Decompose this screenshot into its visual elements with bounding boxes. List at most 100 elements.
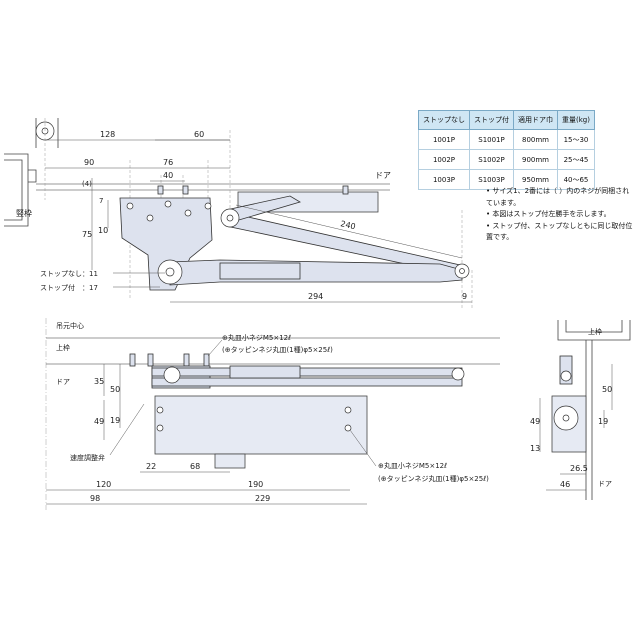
side-door-lines (585, 340, 593, 500)
screw-top-1: ⊕丸皿小ネジM5×12ℓ (222, 333, 291, 342)
dim-22: 22 (146, 462, 156, 471)
side-door-label: ドア (598, 480, 612, 488)
frame-lip (28, 169, 37, 183)
screw-bot-2: (⊕タッピンネジ丸皿(1種)φ5×25ℓ) (378, 474, 489, 483)
cell: 900mm (513, 149, 558, 170)
dim-240: 240 (340, 219, 357, 231)
stop-tsuki-label: ストップ付 ：17 (40, 283, 98, 292)
cell: S1002P (469, 149, 514, 170)
side-upper-frame (557, 320, 631, 341)
table-row: 1001P S1001P 800mm 15〜30 (418, 129, 595, 150)
dim-60: 60 (194, 130, 204, 139)
side-pivot (560, 370, 572, 382)
top-view: 竪枠 ドア 128 60 90 76 40 75 (4, 118, 473, 310)
dim-4: (4) (82, 180, 92, 188)
spec-table-header: ストップなし ストップ付 適用ドア巾 重量(kg) (418, 110, 595, 130)
notes: • サイズ1、2番には（ ）内のネジが同梱されています。 • 本図はストップ付左… (486, 186, 636, 244)
top-screws (157, 185, 349, 195)
dim-240-line (235, 204, 463, 259)
dim-128: 128 (100, 130, 115, 139)
front-arm-sleeve (229, 365, 301, 379)
dim-10: 10 (98, 226, 108, 235)
leader (109, 403, 145, 456)
body-screw (156, 424, 164, 432)
table-row: 1003P S1003P 950mm 40〜65 (418, 169, 595, 190)
dim-229: 229 (255, 494, 270, 503)
front-arm-upper (151, 367, 463, 377)
dim-50: 50 (110, 385, 120, 394)
side-view: 上枠 50 49 19 13 26.5 46 ドア (530, 320, 631, 500)
leader (207, 339, 223, 357)
cell: 25〜45 (557, 149, 595, 170)
cell: 1002P (418, 149, 470, 170)
spec-table: ストップなし ストップ付 適用ドア巾 重量(kg) 1001P S1001P 8… (418, 110, 595, 190)
door-label-top: ドア (375, 171, 391, 180)
dim-90: 90 (84, 158, 94, 167)
side-dim-26-5: 26.5 (570, 464, 588, 473)
lower-arm (169, 259, 463, 286)
arm-pivot-hole (226, 214, 234, 222)
screw-hole (146, 214, 154, 222)
dim-35: 35 (94, 377, 104, 386)
screw-bot-1: ⊕丸皿小ネジM5×12ℓ (378, 461, 447, 470)
side-dim-50: 50 (602, 385, 612, 394)
dim-40: 40 (163, 171, 173, 180)
dim-294: 294 (308, 292, 323, 301)
cell: 15〜30 (557, 129, 595, 150)
dim-75: 75 (82, 230, 92, 239)
closer-body-front (154, 395, 368, 455)
cell: 950mm (513, 169, 558, 190)
dim-76: 76 (163, 158, 173, 167)
note-3: • ストップ付、ストップなしともに同じ取付位置です。 (486, 221, 633, 242)
body-screw (344, 424, 352, 432)
header-door-width: 適用ドア巾 (513, 110, 558, 130)
screw-hole (164, 200, 172, 208)
cell: 1001P (418, 129, 470, 150)
arm-end-hole (459, 268, 465, 274)
header-stop-tsuki: ストップ付 (469, 110, 514, 130)
note-1: • サイズ1、2番には（ ）内のネジが同梱されています。 (486, 187, 630, 207)
dim-49: 49 (94, 417, 104, 426)
leader (349, 429, 377, 467)
side-dim-46: 46 (560, 480, 570, 489)
tatewaku-label: 竪枠 (16, 208, 32, 218)
dim-68: 68 (190, 462, 200, 471)
side-dim-19: 19 (598, 417, 608, 426)
cell: S1001P (469, 129, 514, 150)
speed-valve-housing (214, 453, 246, 469)
dim-98: 98 (90, 494, 100, 503)
dim-9: 9 (462, 292, 467, 301)
lower-arm-sleeve (219, 262, 301, 280)
header-weight: 重量(kg) (557, 110, 595, 130)
front-view: 吊元中心 上枠 ドア ⊕丸皿小ネジM5×12ℓ (⊕タッピンネジ丸皿(1種)φ5… (45, 318, 500, 510)
note-2: • 本図はストップ付左勝手を示します。 (486, 210, 611, 218)
side-dim-13: 13 (530, 444, 540, 453)
body-screw (344, 406, 352, 414)
table-row: 1002P S1002P 900mm 25〜45 (418, 149, 595, 170)
screw-top-2: (⊕タッピンネジ丸皿(1種)φ5×25ℓ) (222, 345, 333, 354)
cell: 1003P (418, 169, 470, 190)
vertical-frame-profile (4, 153, 29, 227)
dim-7: 7 (99, 197, 103, 205)
screw-hole (126, 202, 134, 210)
arm-base-plate (119, 197, 213, 291)
uwawaku-label: 上枠 (56, 343, 70, 352)
dim-190: 190 (248, 480, 263, 489)
main-pivot-hole (165, 267, 175, 277)
stop-nashi-label: ストップなし：11 (40, 270, 98, 278)
cell: 40〜65 (557, 169, 595, 190)
front-pivot (163, 366, 181, 384)
cell: 800mm (513, 129, 558, 150)
header-stop-nashi: ストップなし (418, 110, 470, 130)
screw-hole (184, 209, 192, 217)
side-body-hole (562, 414, 570, 422)
front-arm-end (451, 367, 465, 381)
front-arm-lower (151, 377, 463, 387)
dim-19: 19 (110, 416, 120, 425)
side-uwawaku-label: 上枠 (588, 327, 602, 336)
side-dim-49: 49 (530, 417, 540, 426)
body-screw (156, 406, 164, 414)
speed-valve-label: 速度調整弁 (70, 453, 105, 462)
door-label-front: ドア (56, 378, 70, 386)
